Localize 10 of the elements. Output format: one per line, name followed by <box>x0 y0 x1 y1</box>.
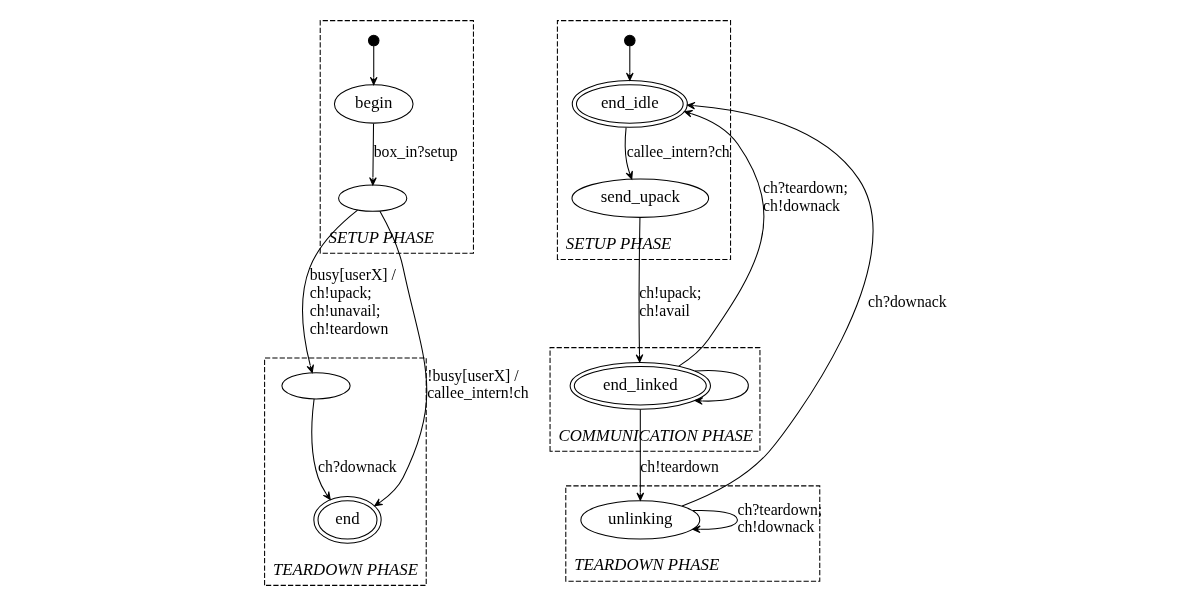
edge-label: ch?downack <box>317 458 397 476</box>
edge-label: !busy[userX] / callee_intern!ch <box>426 366 529 402</box>
edge-label: ch?downack <box>867 293 947 311</box>
edge-label: ch?teardown; ch!downack <box>736 500 822 536</box>
edge-label: ch!upack; ch!avail <box>638 284 701 320</box>
edge-label: ch!teardown <box>639 458 719 476</box>
edge-label: ch?teardown; ch!downack <box>762 178 848 214</box>
edge-label: busy[userX] / ch!upack; ch!unavail; ch!teardown <box>309 266 396 337</box>
edge-label: callee_intern?ch <box>626 142 730 160</box>
edge-label: box_in?setup <box>373 142 458 160</box>
